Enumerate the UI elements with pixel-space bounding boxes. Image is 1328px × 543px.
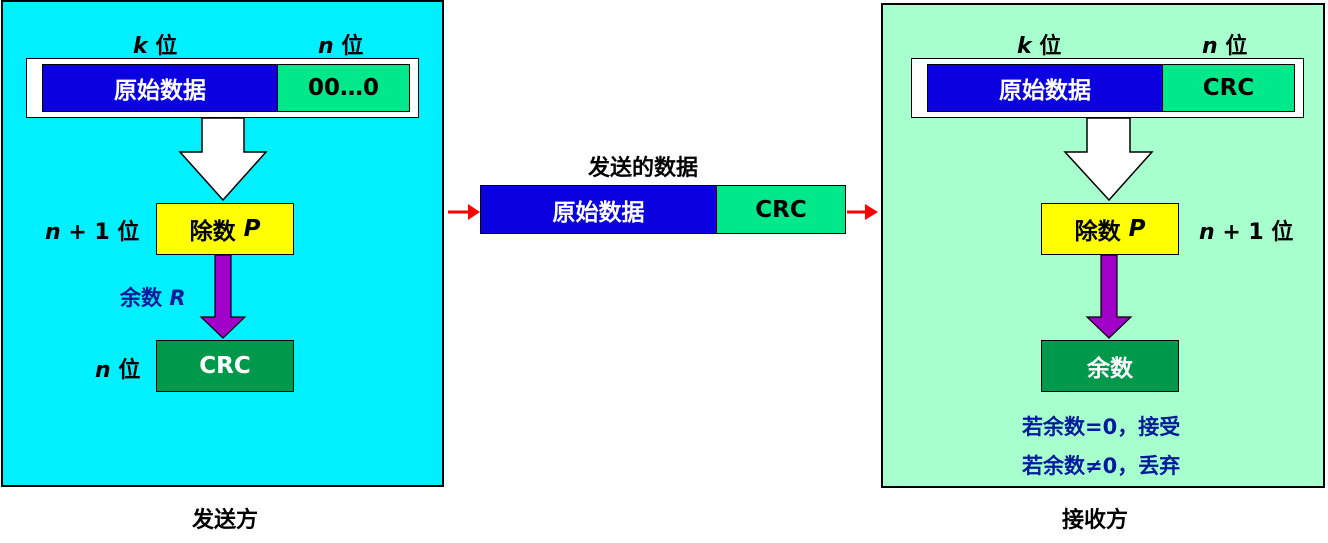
receiver-down-arrow — [1063, 117, 1154, 202]
transmitted-original-data-box: 原始数据 — [480, 185, 717, 234]
receiver-original-data-box: 原始数据 — [927, 64, 1163, 112]
receiver-k-bits-label: k 位 — [1017, 34, 1062, 59]
receiver-remainder-arrow — [1085, 254, 1133, 339]
receiver-discard-rule: 若余数≠0，丢弃 — [1022, 454, 1181, 478]
transmitted-crc-box: CRC — [716, 185, 846, 234]
receiver-divisor-box: 除数 P — [1041, 203, 1179, 255]
receiver-crc-box: CRC — [1162, 64, 1295, 112]
receiver-n-bits-label: n 位 — [1202, 34, 1248, 59]
transmitted-title: 发送的数据 — [588, 156, 699, 181]
receiver-remainder-box: 余数 — [1041, 340, 1179, 392]
sender-k-bits-label: k 位 — [133, 34, 178, 59]
receiver-accept-rule: 若余数=0，接受 — [1022, 415, 1181, 439]
sender-crc-box: CRC — [156, 340, 294, 392]
receiver-n-plus-one-label: n + 1 位 — [1199, 220, 1294, 245]
sender-remainder-arrow — [199, 254, 247, 339]
sender-divisor-box: 除数 P — [156, 203, 294, 255]
sender-n-bits-label: n 位 — [318, 34, 364, 59]
red-arrow-in-head — [468, 204, 480, 220]
sender-caption: 发送方 — [192, 508, 259, 533]
sender-remainder-label: 余数 R — [120, 286, 186, 310]
sender-zeros-box: 00…0 — [277, 64, 410, 112]
receiver-caption: 接收方 — [1062, 508, 1129, 533]
red-arrow-out-head — [865, 204, 878, 220]
sender-n-plus-one-label: n + 1 位 — [45, 220, 140, 245]
sender-down-arrow — [178, 117, 268, 202]
sender-original-data-box: 原始数据 — [42, 64, 278, 112]
sender-n-bits-crc-label: n 位 — [95, 358, 141, 383]
